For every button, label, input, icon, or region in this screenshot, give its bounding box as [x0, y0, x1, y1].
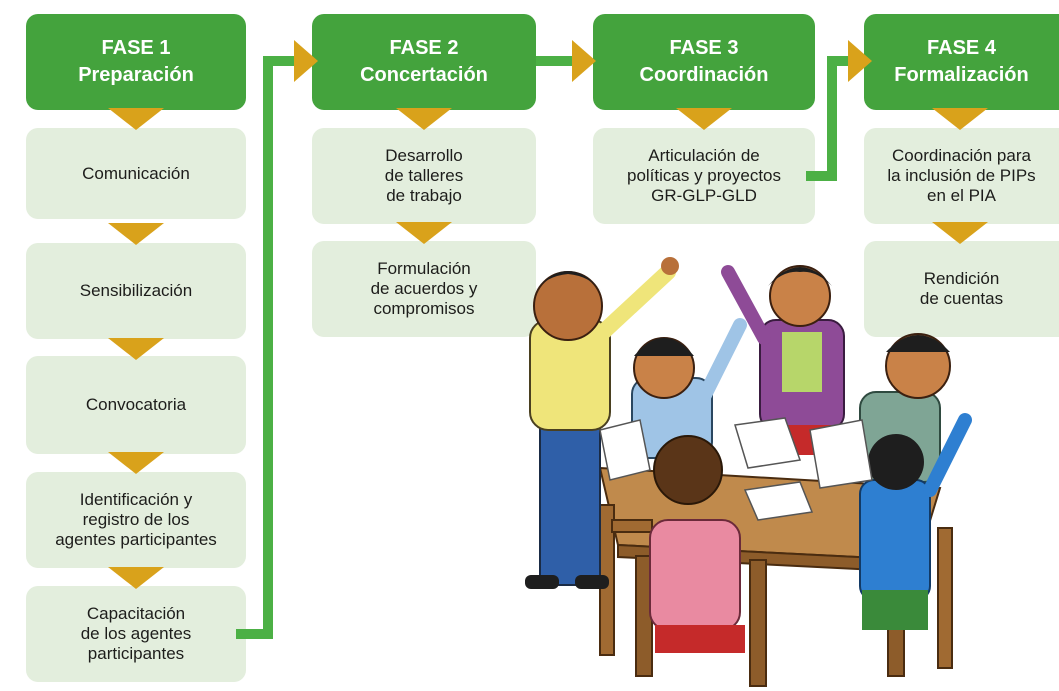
fase4-step-rendicion: Rendición de cuentas: [864, 241, 1059, 337]
down-arrow-icon: [932, 222, 988, 244]
down-arrow-icon: [108, 567, 164, 589]
down-arrow-icon: [108, 223, 164, 245]
phase-1-name: Preparación: [78, 64, 194, 86]
fase2-step-formulacion: Formulación de acuerdos y compromisos: [312, 241, 536, 337]
phase-3-name: Coordinación: [639, 64, 769, 86]
down-arrow-icon: [108, 338, 164, 360]
fase1-step-identificacion: Identificación y registro de los agentes…: [26, 472, 246, 568]
phase-3-title: FASE 3: [669, 37, 739, 59]
phase-4-header: FASE 4 Formalización: [864, 14, 1059, 110]
fase1-step-comunicacion: Comunicación: [26, 128, 246, 219]
down-arrow-icon: [396, 222, 452, 244]
phase-2-title: FASE 2: [389, 37, 459, 59]
fase1-step-capacitacion: Capacitación de los agentes participante…: [26, 586, 246, 682]
down-arrow-icon: [108, 452, 164, 474]
fase4-step-coordinacion: Coordinación para la inclusión de PIPs e…: [864, 128, 1059, 224]
phase-3-header: FASE 3 Coordinación: [593, 14, 815, 110]
phase-4-title: FASE 4: [927, 37, 996, 59]
fase1-step-convocatoria: Convocatoria: [26, 356, 246, 454]
phase-1-title: FASE 1: [101, 37, 171, 59]
down-arrow-icon: [108, 108, 164, 130]
fase2-step-desarrollo: Desarrollo de talleres de trabajo: [312, 128, 536, 224]
phase-4-name: Formalización: [894, 64, 1029, 86]
phase-2-header: FASE 2 Concertación: [312, 14, 536, 110]
down-arrow-icon: [676, 108, 732, 130]
fase1-step-sensibilizacion: Sensibilización: [26, 243, 246, 339]
phase-2-name: Concertación: [360, 64, 488, 86]
fase3-step-articulacion: Articulación de políticas y proyectos GR…: [593, 128, 815, 224]
down-arrow-icon: [396, 108, 452, 130]
down-arrow-icon: [932, 108, 988, 130]
phase-1-header: FASE 1 Preparación: [26, 14, 246, 110]
